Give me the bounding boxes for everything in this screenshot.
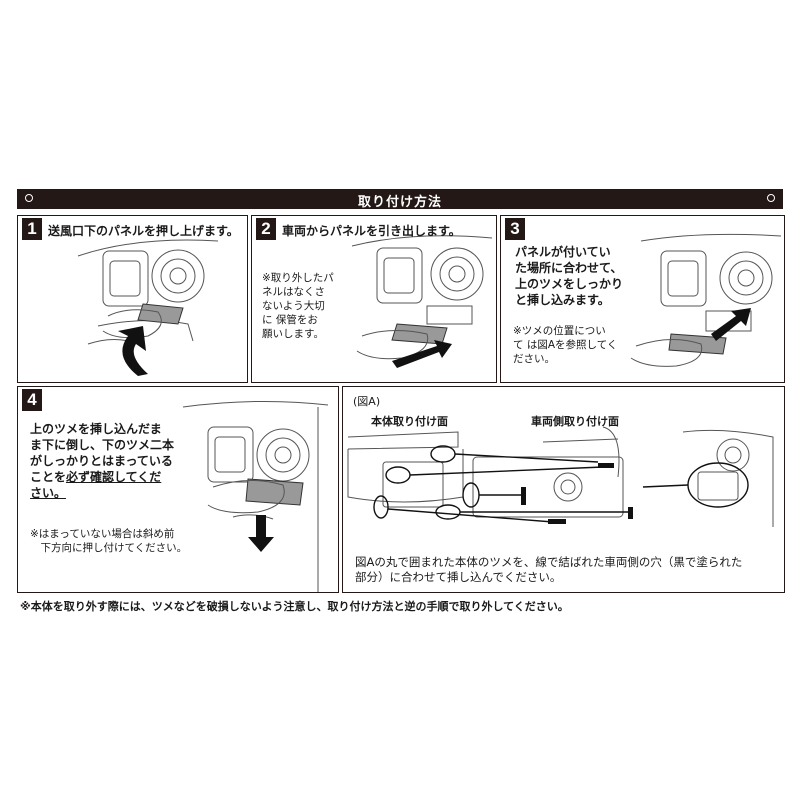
- instruction-line-emphasis: ことを必ず確認してくだ: [30, 469, 174, 485]
- step-2-instruction: 車両からパネルを引き出します。: [282, 224, 461, 238]
- note-line: ※はまっていない場合は斜め前: [30, 528, 175, 540]
- step-number: 1: [22, 218, 42, 240]
- bullet-icon: [25, 194, 33, 202]
- instruction-line: 上のツメを挿し込んだま: [30, 422, 162, 436]
- instruction-line: た場所に合わせて、: [515, 261, 623, 275]
- note-line: 願いします。: [262, 328, 324, 340]
- figure-a-panel: (図A) 本体取り付け面 車両側取り付け面 図Aの丸で囲まれた本体のツメを、線で…: [342, 386, 785, 593]
- step-2-note: ※取り外したパ ネルはなくさ ないよう大切 に 保管をお 願いします。: [262, 271, 334, 341]
- step-3-instruction: パネルが付いてい た場所に合わせて、 上のツメをしっかり と挿し込みます。: [515, 244, 623, 308]
- footer-note: ※本体を取り外す際には、ツメなどを破損しないよう注意し、取り付け方法と逆の手順で…: [20, 600, 569, 613]
- note-line: ※ツメの位置につい: [513, 325, 606, 337]
- emphasis-text: 必ず確認してくだ: [66, 470, 162, 484]
- step-1-instruction: 送風口下のパネルを押し上げます。: [48, 224, 239, 238]
- step-3-panel: 3 パネルが付いてい た場所に合わせて、 上のツメをしっかり と挿し込みます。 …: [500, 215, 785, 383]
- instruction-text: ことを: [30, 470, 67, 484]
- note-line: 下方向に押し付けてください。: [30, 542, 188, 554]
- figure-a-left-caption: 本体取り付け面: [371, 415, 448, 428]
- section-title-bar: 取り付け方法: [17, 189, 783, 210]
- figure-a-description: 図Aの丸で囲まれた本体のツメを、線で結ばれた車両側の穴（黒で塗られた 部分）に合…: [355, 555, 742, 585]
- figure-a-diagram: [347, 426, 774, 527]
- note-line: ※取り外したパ: [262, 272, 334, 284]
- instruction-line: ま下に倒し、下のツメ二本: [30, 438, 175, 452]
- section-title: 取り付け方法: [357, 195, 442, 210]
- step-2-illustration: [351, 235, 493, 368]
- instruction-line: と挿し込みます。: [515, 293, 610, 307]
- step-4-note: ※はまっていない場合は斜め前 下方向に押し付けてください。: [30, 527, 187, 555]
- figure-a-right-caption: 車両側取り付け面: [531, 415, 619, 428]
- step-1-illustration: [77, 239, 219, 376]
- description-line: 部分）に合わせて挿し込んでください。: [355, 570, 562, 584]
- note-line: ださい。: [513, 353, 555, 365]
- bullet-icon: [767, 194, 775, 202]
- note-line: ネルはなくさ: [262, 286, 325, 298]
- description-line: 図Aの丸で囲まれた本体のツメを、線で結ばれた車両側の穴（黒で塗られた: [355, 555, 743, 569]
- step-4-panel: 4 上のツメを挿し込んだま ま下に倒し、下のツメ二本 がしっかりとはまっている …: [17, 386, 339, 593]
- step-number: 3: [505, 218, 525, 240]
- step-3-illustration: [630, 233, 782, 367]
- step-1-panel: 1 送風口下のパネルを押し上げます。: [17, 215, 248, 383]
- instruction-line: がしっかりとはまっている: [30, 454, 173, 468]
- step-2-panel: 2 車両からパネルを引き出します。 ※取り外したパ ネルはなくさ ないよう大切 …: [251, 215, 497, 383]
- note-line: に 保管をお: [262, 314, 318, 326]
- note-line: て は図Aを参照してく: [513, 339, 618, 351]
- step-4-instruction: 上のツメを挿し込んだま ま下に倒し、下のツメ二本 がしっかりとはまっている こと…: [30, 421, 174, 501]
- instruction-line: 上のツメをしっかり: [515, 277, 624, 291]
- step-4-illustration: [182, 400, 329, 592]
- step-number: 4: [22, 389, 42, 411]
- figure-a-label: (図A): [353, 395, 381, 408]
- step-3-note: ※ツメの位置につい て は図Aを参照してく ださい。: [513, 324, 617, 366]
- step-number: 2: [256, 218, 276, 240]
- instruction-line: パネルが付いてい: [515, 245, 611, 259]
- emphasis-text: さい。: [30, 486, 67, 500]
- note-line: ないよう大切: [262, 300, 325, 312]
